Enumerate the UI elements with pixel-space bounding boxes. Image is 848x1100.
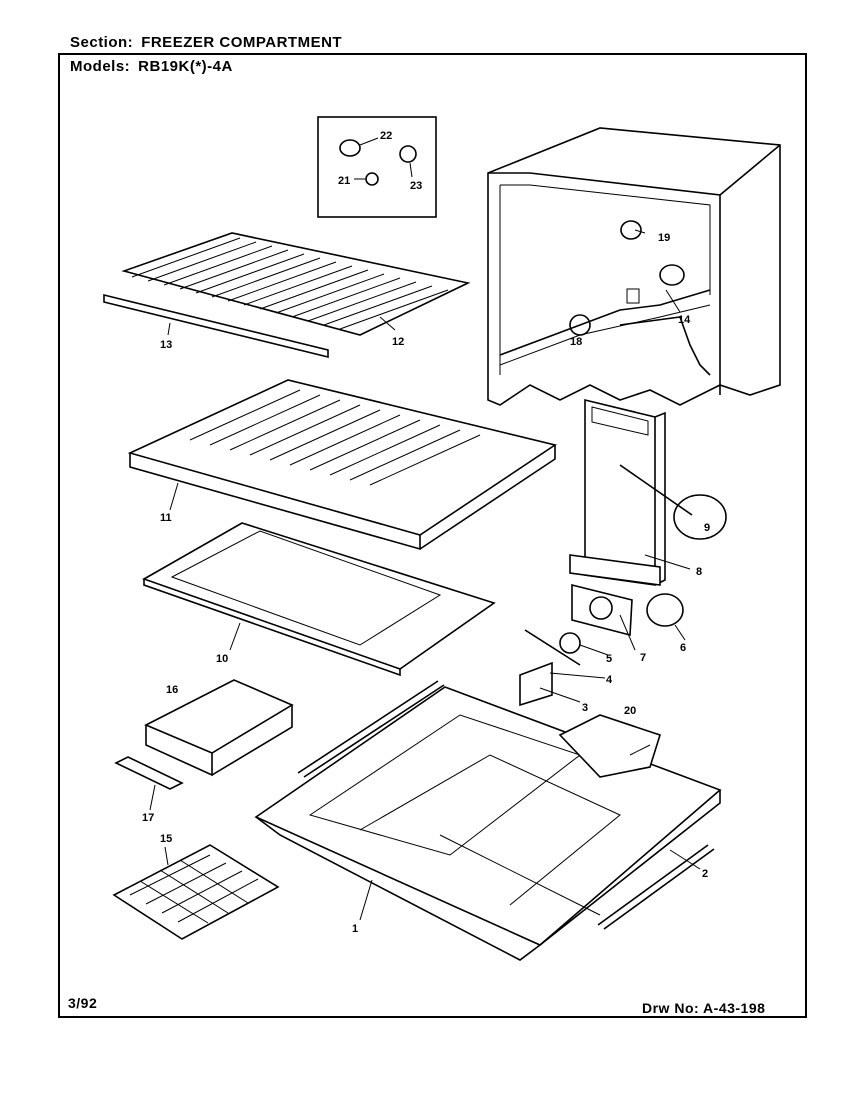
drawing-number-label: Drw No: [642, 1000, 700, 1016]
shelf-liner [142, 522, 496, 677]
models-label: Models: [70, 58, 131, 75]
revision-date: 3/92 [68, 995, 98, 1011]
fan-assembly [519, 583, 684, 707]
cabinet-interior [487, 127, 781, 406]
part-label-11: 11 [160, 512, 172, 524]
parts-diagram-frame: 1 2 3 4 5 6 7 8 9 10 11 12 13 14 15 16 1… [58, 53, 807, 1018]
drawing-number: Drw No: A-43-198 [642, 1000, 765, 1016]
part-label-2: 2 [702, 868, 708, 880]
part-label-14: 14 [678, 314, 691, 326]
part-label-10: 10 [216, 653, 228, 665]
ice-bin [144, 679, 294, 777]
part-label-17: 17 [142, 812, 154, 824]
part-label-6: 6 [680, 642, 686, 654]
section-header: Section: FREEZER COMPARTMENT [70, 34, 342, 51]
part-label-16: 16 [166, 684, 178, 696]
part-label-22: 22 [380, 130, 392, 142]
part-label-18: 18 [570, 336, 582, 348]
freezer-shelf [127, 379, 557, 551]
section-label: Section: [70, 34, 134, 51]
exploded-parts-diagram: 1 2 3 4 5 6 7 8 9 10 11 12 13 14 15 16 1… [103, 116, 781, 961]
duct-cover [569, 398, 727, 586]
fan-shroud [558, 714, 661, 778]
part-label-13: 13 [160, 339, 172, 351]
part-label-5: 5 [606, 653, 612, 665]
gasket-strip [297, 680, 715, 930]
models-value: RB19K(*)-4A [138, 58, 233, 75]
part-label-21: 21 [338, 175, 350, 187]
ice-bin-slide [114, 756, 184, 790]
part-label-3: 3 [582, 702, 588, 714]
bottom-pan [254, 686, 722, 961]
drawing-number-value: A-43-198 [703, 1000, 766, 1016]
part-label-20: 20 [624, 705, 636, 717]
models-header: Models: RB19K(*)-4A [70, 58, 233, 75]
hardware-inset [317, 116, 437, 218]
part-label-8: 8 [696, 566, 702, 578]
part-label-1: 1 [352, 923, 358, 935]
wire-shelf [103, 232, 471, 359]
part-label-9: 9 [704, 522, 710, 534]
part-label-7: 7 [640, 652, 646, 664]
part-label-23: 23 [410, 180, 422, 192]
part-label-12: 12 [392, 336, 404, 348]
section-value: FREEZER COMPARTMENT [141, 34, 343, 51]
ice-tray [112, 844, 280, 940]
part-label-15: 15 [160, 833, 172, 845]
leader-lines [149, 229, 701, 921]
part-label-4: 4 [606, 674, 613, 686]
part-label-19: 19 [658, 232, 670, 244]
